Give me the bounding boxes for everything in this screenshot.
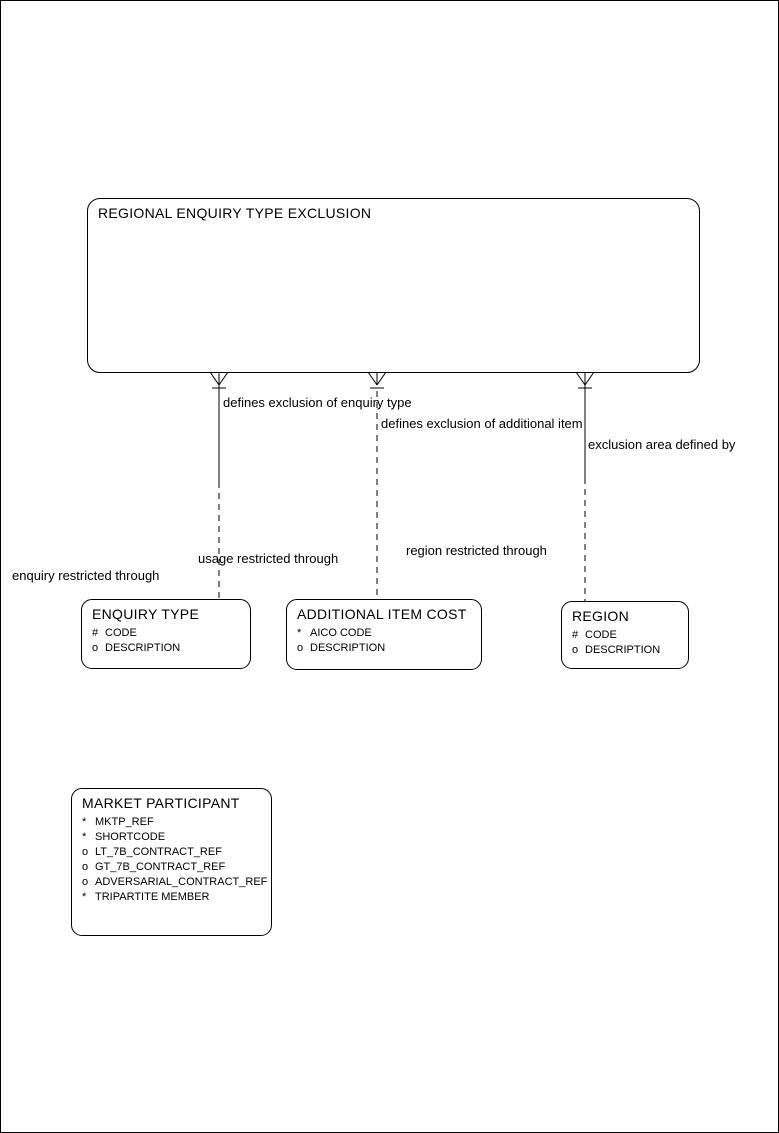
attribute-optionality-marker: o bbox=[82, 861, 89, 873]
attribute-optionality-marker: * bbox=[297, 627, 302, 639]
attribute-name: DESCRIPTION bbox=[105, 642, 181, 654]
entity-region[interactable]: REGION # CODE o DESCRIPTION bbox=[561, 601, 689, 669]
crow-foot-icon bbox=[209, 371, 229, 386]
attribute-row: o DESCRIPTION bbox=[287, 641, 481, 656]
attribute-name: DESCRIPTION bbox=[310, 642, 386, 654]
relationship-label-defines-exclusion-of-enquiry-type: defines exclusion of enquiry type bbox=[223, 395, 412, 410]
attribute-optionality-marker: * bbox=[82, 831, 87, 843]
entity-additional-item-cost[interactable]: ADDITIONAL ITEM COST * AICO CODE o DESCRIPT… bbox=[286, 599, 482, 670]
entity-title: REGION bbox=[572, 608, 630, 624]
attribute-optionality-marker: o bbox=[82, 876, 89, 888]
relationship-label-exclusion-area-defined-by: exclusion area defined by bbox=[588, 437, 736, 452]
entity-title: MARKET PARTICIPANT bbox=[82, 795, 240, 811]
relationship-line-enquiry-type[interactable] bbox=[209, 371, 229, 599]
attribute-row: * AICO CODE bbox=[287, 626, 481, 641]
attribute-row: * MKTP_REF bbox=[72, 815, 271, 830]
attribute-name: MKTP_REF bbox=[95, 816, 154, 828]
attribute-optionality-marker: * bbox=[82, 816, 87, 828]
entity-regional-enquiry-type-exclusion[interactable]: REGIONAL ENQUIRY TYPE EXCLUSION bbox=[87, 198, 700, 373]
attribute-row: o DESCRIPTION bbox=[82, 641, 250, 656]
attribute-name: AICO CODE bbox=[310, 627, 372, 639]
attribute-row: * TRIPARTITE MEMBER bbox=[72, 890, 271, 905]
attribute-optionality-marker: # bbox=[572, 629, 579, 641]
crow-foot-icon bbox=[367, 371, 387, 386]
attribute-list: * AICO CODE o DESCRIPTION bbox=[287, 626, 481, 656]
relationship-label-region-restricted-through: region restricted through bbox=[406, 543, 547, 558]
attribute-name: CODE bbox=[105, 627, 137, 639]
attribute-row: o ADVERSARIAL_CONTRACT_REF bbox=[72, 875, 271, 890]
entity-title: ENQUIRY TYPE bbox=[92, 606, 200, 622]
attribute-name: LT_7B_CONTRACT_REF bbox=[95, 846, 222, 858]
relationship-line-additional-item-cost[interactable] bbox=[367, 371, 387, 599]
attribute-optionality-marker: o bbox=[92, 642, 99, 654]
entity-title: ADDITIONAL ITEM COST bbox=[297, 606, 467, 622]
attribute-name: GT_7B_CONTRACT_REF bbox=[95, 861, 226, 873]
entity-enquiry-type[interactable]: ENQUIRY TYPE # CODE o DESCRIPTION bbox=[81, 599, 251, 669]
attribute-list: # CODE o DESCRIPTION bbox=[562, 628, 688, 658]
attribute-list: # CODE o DESCRIPTION bbox=[82, 626, 250, 656]
attribute-name: TRIPARTITE MEMBER bbox=[95, 891, 210, 903]
crow-foot-icon bbox=[575, 371, 595, 386]
attribute-row: * SHORTCODE bbox=[72, 830, 271, 845]
attribute-optionality-marker: # bbox=[92, 627, 99, 639]
attribute-row: o GT_7B_CONTRACT_REF bbox=[72, 860, 271, 875]
attribute-optionality-marker: * bbox=[82, 891, 87, 903]
attribute-optionality-marker: o bbox=[82, 846, 89, 858]
attribute-name: CODE bbox=[585, 629, 617, 641]
attribute-name: DESCRIPTION bbox=[585, 644, 661, 656]
attribute-row: # CODE bbox=[562, 628, 688, 643]
entity-title: REGIONAL ENQUIRY TYPE EXCLUSION bbox=[98, 205, 372, 221]
relationship-label-defines-exclusion-of-additional-item: defines exclusion of additional item bbox=[381, 416, 583, 431]
attribute-name: SHORTCODE bbox=[95, 831, 166, 843]
relationship-label-enquiry-restricted-through: enquiry restricted through bbox=[12, 568, 160, 583]
relationship-line-region[interactable] bbox=[575, 371, 595, 601]
relationship-label-usage-restricted-through: usage restricted through bbox=[198, 551, 339, 566]
attribute-row: o LT_7B_CONTRACT_REF bbox=[72, 845, 271, 860]
attribute-name: ADVERSARIAL_CONTRACT_REF bbox=[95, 876, 268, 888]
attribute-optionality-marker: o bbox=[572, 644, 579, 656]
attribute-row: # CODE bbox=[82, 626, 250, 641]
attribute-row: o DESCRIPTION bbox=[562, 643, 688, 658]
attribute-optionality-marker: o bbox=[297, 642, 304, 654]
